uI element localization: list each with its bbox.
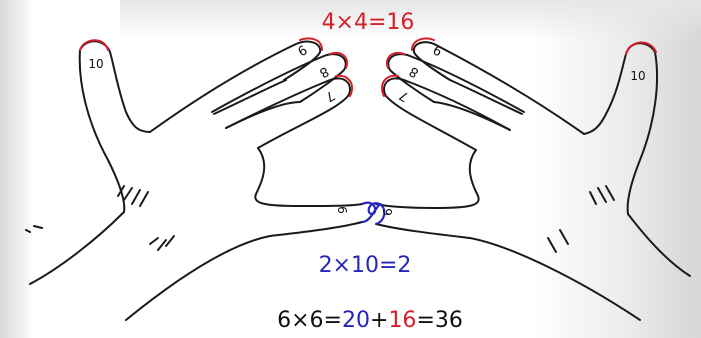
- bottom-equation-lhs: 6×6=: [277, 308, 342, 333]
- left-pinky-label: 6: [335, 206, 349, 214]
- right-index-nail: [411, 37, 435, 51]
- bottom-equation-rhs: =36: [416, 308, 462, 333]
- left-index-nail: [299, 37, 323, 51]
- right-wrist: [627, 213, 691, 277]
- left-middle-outline: [211, 53, 347, 113]
- right-pinky-outline: [375, 149, 480, 209]
- left-palm-line-2: [149, 235, 175, 251]
- touching-pinky-tips: [361, 201, 386, 226]
- right-palm-line-1: [589, 185, 615, 205]
- right-thumb-label: 10: [630, 69, 645, 83]
- right-palm-lower: [375, 223, 641, 321]
- bottom-equation-tens: 20: [342, 308, 370, 333]
- left-index-outline: [149, 40, 322, 133]
- left-middle-label: 8: [316, 63, 331, 80]
- left-palm-line-1: [117, 185, 149, 207]
- right-ring-outline: [383, 77, 511, 151]
- left-ring-outline: [225, 77, 351, 149]
- left-finger-crease-2: [225, 101, 301, 129]
- right-hand: [375, 37, 691, 321]
- background-shade-right: [531, 0, 701, 338]
- right-ring-nail: [380, 74, 399, 97]
- right-palm-line-2: [547, 229, 569, 253]
- left-ring-label: 7: [322, 87, 337, 104]
- left-ring-nail: [335, 74, 354, 97]
- left-wrist: [25, 211, 125, 285]
- right-finger-crease-1: [449, 79, 523, 115]
- left-middle-nail: [329, 52, 348, 69]
- left-thumb-label: 10: [88, 57, 103, 71]
- bottom-equation: 6×6=20+16=36: [277, 308, 463, 333]
- right-middle-label: 8: [407, 63, 422, 80]
- bottom-equation-units: 16: [388, 308, 416, 333]
- right-middle-outline: [387, 53, 525, 113]
- right-pinky-label: 6: [381, 208, 395, 216]
- right-finger-crease-2: [433, 101, 511, 131]
- left-thumb-outline: [78, 40, 151, 213]
- right-middle-nail: [386, 52, 405, 69]
- left-finger-crease-1: [213, 79, 287, 115]
- bottom-equation-plus: +: [370, 308, 388, 333]
- left-thumb-nail: [79, 39, 109, 51]
- right-thumb-nail: [625, 41, 657, 55]
- right-ring-label: 7: [397, 87, 412, 104]
- left-hand: [25, 37, 363, 321]
- background-shade-left: [0, 0, 34, 338]
- left-pinky-outline: [254, 147, 363, 207]
- middle-equation: 2×10=2: [319, 253, 412, 278]
- background-shade-top: [120, 0, 701, 40]
- right-thumb-outline: [583, 42, 659, 215]
- top-equation: 4×4=16: [322, 10, 415, 35]
- left-palm-lower: [125, 221, 363, 321]
